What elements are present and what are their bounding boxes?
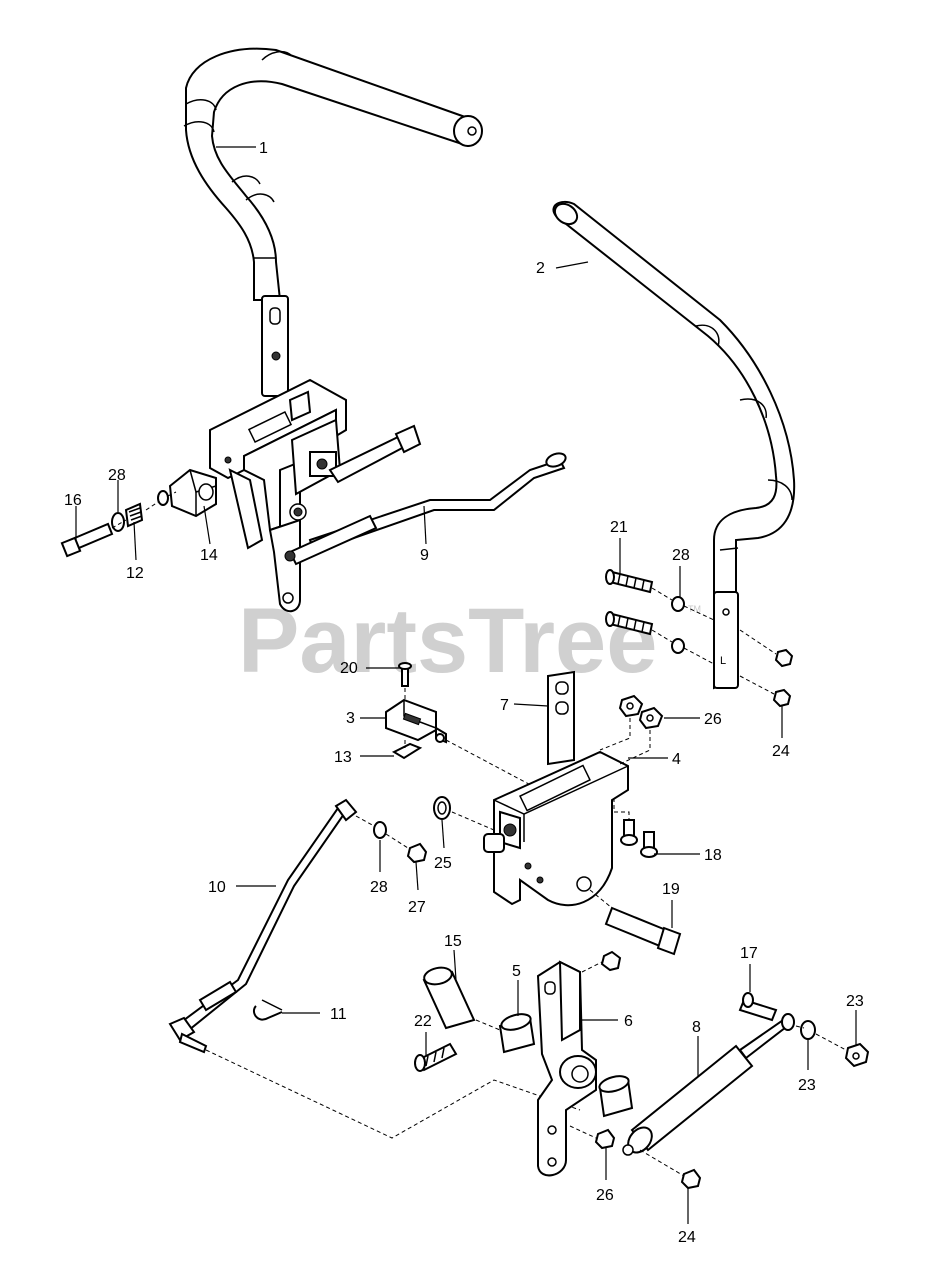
callout-17: 17	[740, 945, 758, 962]
hardware-left	[60, 490, 177, 558]
callout-11: 11	[330, 1006, 347, 1023]
switch-assembly	[385, 662, 541, 791]
callout-24-upper: 24	[772, 743, 790, 760]
callout-9: 9	[420, 547, 429, 564]
callout-26-upper: 26	[704, 711, 722, 728]
hardware-right	[605, 569, 794, 708]
callout-7: 7	[500, 697, 509, 714]
callout-8: 8	[692, 1019, 701, 1036]
callout-26-lower: 26	[596, 1187, 614, 1204]
bushing-25	[433, 796, 495, 831]
callout-23-right: 23	[846, 993, 864, 1010]
lower-control-bracket	[483, 670, 629, 907]
callout-28-mid: 28	[370, 879, 388, 896]
callout-18: 18	[704, 847, 722, 864]
rod-9	[284, 424, 567, 566]
callout-2: 2	[536, 260, 545, 277]
nuts-26-upper	[599, 694, 664, 765]
callout-5: 5	[512, 963, 521, 980]
callout-1: 1	[259, 140, 268, 157]
callout-10: 10	[208, 879, 226, 896]
callout-21: 21	[610, 519, 628, 536]
gas-spring-8	[622, 992, 870, 1190]
watermark-brand: PartsTree	[238, 590, 657, 692]
leader-lines	[75, 146, 857, 1224]
callout-6: 6	[624, 1013, 633, 1030]
callout-4: 4	[672, 751, 681, 768]
callout-24-lower: 24	[678, 1229, 696, 1246]
bolts-18	[613, 798, 658, 858]
control-lever-left: L	[552, 200, 796, 690]
clip-11	[252, 999, 283, 1021]
callout-28-right: 28	[672, 547, 690, 564]
callout-15: 15	[444, 933, 462, 950]
watermark-trademark: TM	[688, 604, 701, 614]
callout-19: 19	[662, 881, 680, 898]
callout-28-left: 28	[108, 467, 126, 484]
callout-23-lower: 23	[798, 1077, 816, 1094]
pivot-arm-6	[536, 950, 634, 1177]
callout-3: 3	[346, 710, 355, 727]
callout-16: 16	[64, 492, 82, 509]
callouts: 1 2 16 28 12 14 9 21 28 24 20 3 13 7 26 …	[64, 140, 864, 1246]
upper-control-housing	[209, 378, 347, 613]
callout-22: 22	[414, 1013, 432, 1030]
rod-10	[168, 798, 581, 1139]
callout-25: 25	[434, 855, 452, 872]
callout-27: 27	[408, 899, 426, 916]
callout-12: 12	[126, 565, 144, 582]
callout-14: 14	[200, 547, 218, 564]
bolt-19	[589, 889, 682, 956]
lever-left-mark: L	[720, 655, 726, 667]
control-lever-right	[183, 47, 483, 397]
watermark: PartsTree TM	[238, 590, 701, 692]
callout-20: 20	[340, 660, 358, 677]
spacer-15-bushing-5	[414, 966, 536, 1072]
callout-13: 13	[334, 749, 352, 766]
block-14	[168, 468, 217, 518]
